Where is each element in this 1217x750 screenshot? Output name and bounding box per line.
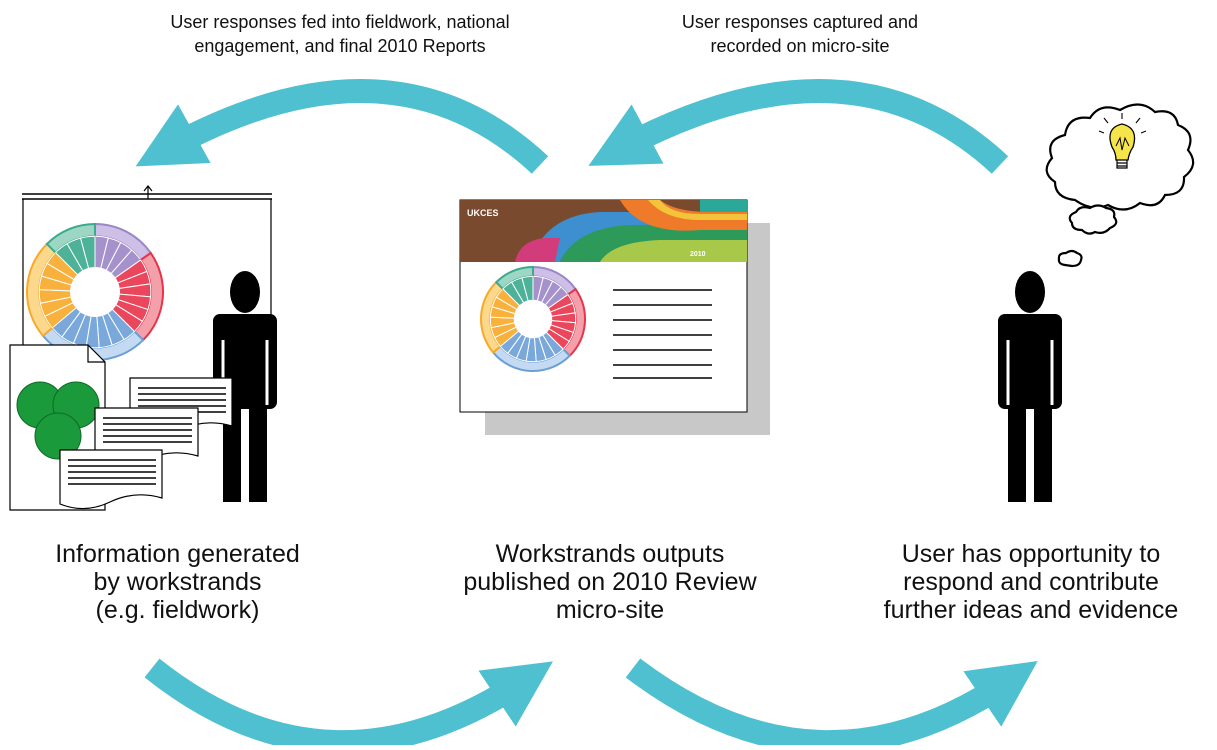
caption-line: User responses fed into fieldwork, natio… (170, 12, 510, 32)
wheel-inner-segment (521, 275, 534, 302)
label-line: respond and contribute (903, 568, 1159, 596)
arrow-curved-icon (625, 658, 1038, 750)
person-icon (998, 271, 1062, 502)
caption-line: engagement, and final 2010 Reports (194, 36, 486, 56)
venn-diagram-icon (16, 381, 100, 460)
label-line: further ideas and evidence (883, 596, 1179, 624)
caption-top-left: User responses fed into fieldwork, natio… (80, 10, 600, 58)
wheel-chart-icon (26, 222, 164, 361)
label-line: User has opportunity to (901, 540, 1161, 568)
label-line: by workstrands (93, 568, 262, 596)
microsite-logo: UKCES (467, 208, 499, 218)
label-line: micro-site (555, 596, 665, 624)
microsite-tag: 2010 (690, 251, 706, 258)
arrow-curved-icon (135, 79, 549, 174)
caption-line: User responses captured and (681, 12, 919, 32)
arrow-curved-icon (144, 658, 553, 750)
arrow-curved-icon (588, 79, 1009, 174)
label-line: published on 2010 Review (463, 568, 757, 596)
stage-label-information: Information generated by workstrands (e.… (5, 540, 350, 624)
stage-label-user: User has opportunity to respond and cont… (850, 540, 1212, 624)
label-line: Information generated (55, 540, 300, 568)
label-line: Workstrands outputs (495, 540, 725, 568)
arrows (135, 79, 1038, 750)
wheel-inner-segment (79, 235, 96, 269)
wheel-chart-icon (480, 265, 586, 372)
lightbulb-icon (1098, 113, 1147, 169)
stage-label-microsite: Workstrands outputs published on 2010 Re… (420, 540, 800, 624)
label-line: (e.g. fieldwork) (95, 596, 260, 624)
caption-line: recorded on micro-site (710, 36, 890, 56)
document-icon (59, 449, 163, 510)
microsite-banner: UKCES 2010 (460, 200, 747, 262)
caption-top-right: User responses captured and recorded on … (610, 10, 990, 58)
